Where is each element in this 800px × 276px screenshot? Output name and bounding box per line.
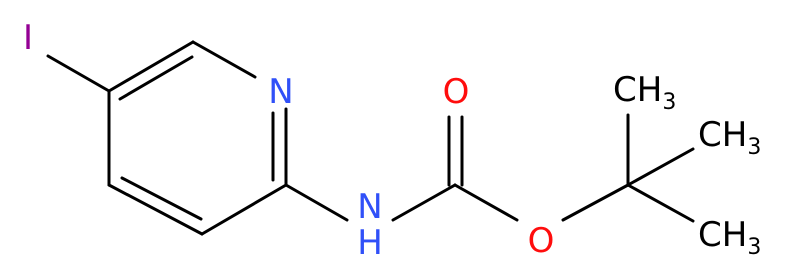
bond-c2-c3 <box>200 183 288 236</box>
bond-ester-o-tbu <box>561 183 630 222</box>
bond-c3-c4 <box>107 183 204 236</box>
methyl-mid-label: CH3 <box>698 115 761 160</box>
bond-c3-c4-inner <box>120 176 203 221</box>
methyl-mid-main: CH <box>698 115 747 155</box>
atom-ester-oxygen: O <box>528 221 555 261</box>
bond-carbonyl-ester-o <box>453 183 519 222</box>
atom-carbonyl-oxygen: O <box>443 72 470 112</box>
bond-i-c5 <box>46 54 111 93</box>
methyl-bottom-label: CH3 <box>698 215 761 260</box>
methyl-bottom-main: CH <box>698 215 747 255</box>
methyl-top-label: CH3 <box>613 70 676 115</box>
bond-c5-c6 <box>107 40 195 93</box>
atom-iodine: I <box>23 18 33 58</box>
atom-amide-hydrogen: H <box>357 223 383 263</box>
bond-c2-nh <box>284 183 349 222</box>
atom-labels: I N N H O O CH3 CH3 CH3 <box>23 18 761 263</box>
methyl-bottom-sub: 3 <box>747 235 761 260</box>
atom-amide-nitrogen: N <box>357 187 382 227</box>
methyl-top-main: CH <box>613 70 662 110</box>
bond-c5-c6-inner <box>118 55 194 101</box>
bond-tbu-methyl-bottom <box>626 183 695 223</box>
methyl-mid-sub: 3 <box>747 135 761 160</box>
atom-ring-nitrogen: N <box>268 72 293 112</box>
bond-c6-n1 <box>191 40 257 79</box>
bonds <box>46 40 695 236</box>
methyl-top-sub: 3 <box>662 90 676 115</box>
bond-tbu-methyl-mid <box>626 147 695 187</box>
bond-nh-carbonyl <box>391 183 457 222</box>
